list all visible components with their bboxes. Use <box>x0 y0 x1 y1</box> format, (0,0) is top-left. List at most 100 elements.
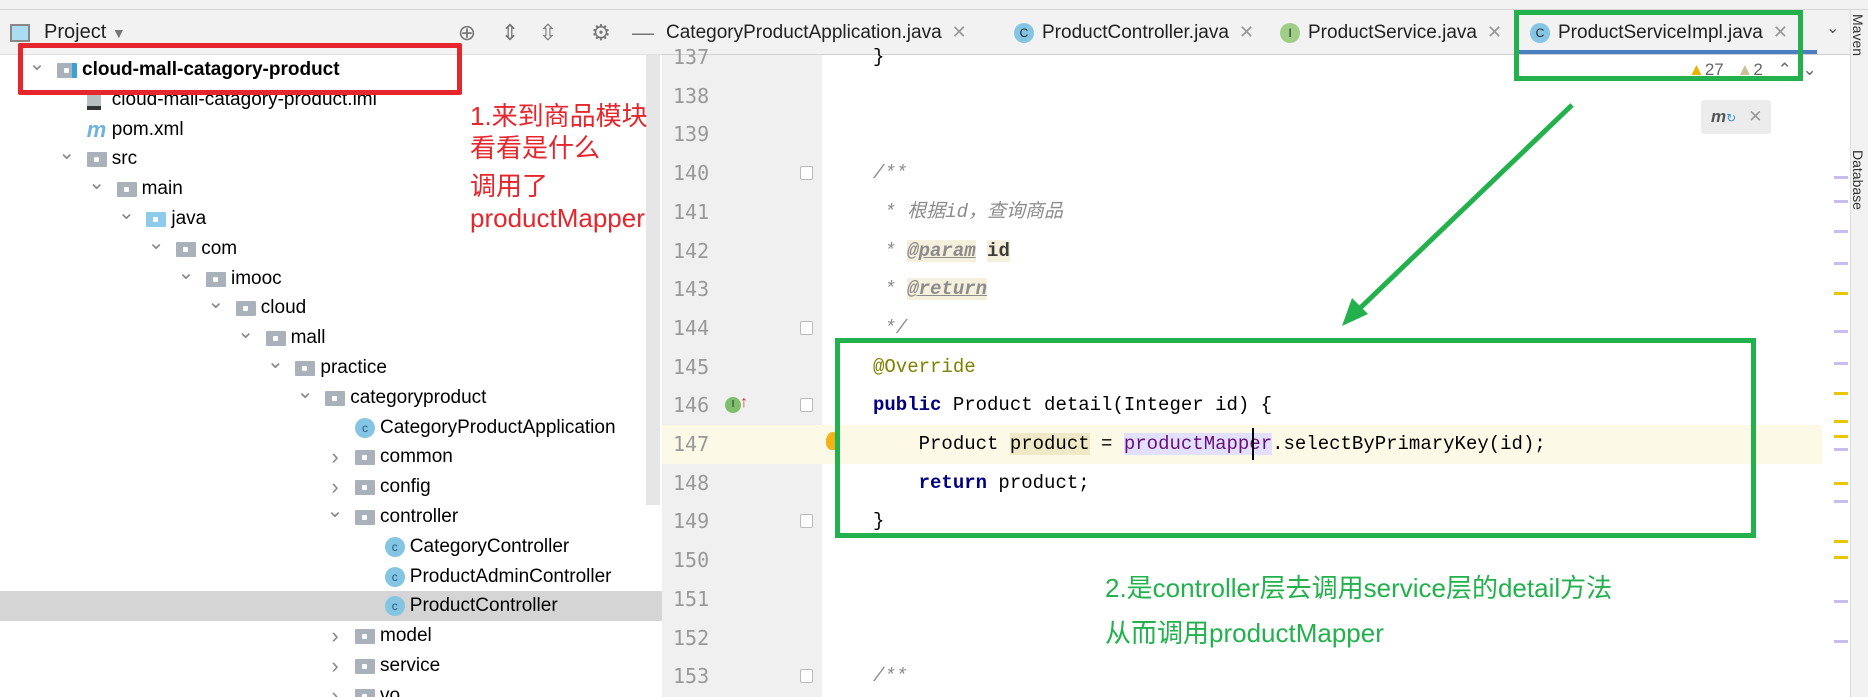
stripe-marker[interactable] <box>1834 640 1848 643</box>
chevron-right-icon[interactable]: › <box>331 682 339 697</box>
tree-item[interactable]: ⌄java <box>0 202 662 234</box>
close-icon[interactable]: ✕ <box>1748 107 1763 126</box>
close-tab-icon[interactable]: ✕ <box>1486 22 1503 42</box>
stripe-marker[interactable] <box>1834 330 1848 333</box>
folder-icon <box>176 241 197 257</box>
stripe-marker[interactable] <box>1834 435 1848 438</box>
chevron-right-icon[interactable]: › <box>331 474 339 500</box>
chevron-down-icon[interactable]: ⌄ <box>296 380 314 403</box>
implements-gutter-icon[interactable]: I <box>725 397 741 413</box>
stripe-marker[interactable] <box>1834 482 1848 485</box>
maven-reload-popup[interactable]: m↻✕ <box>1701 100 1771 134</box>
project-view-selector[interactable]: Project ▼ <box>44 21 126 43</box>
code-line[interactable]: @Override <box>873 355 976 378</box>
tree-item[interactable]: ⌄mall <box>0 321 662 353</box>
tree-item[interactable]: ›service <box>0 651 662 681</box>
tree-item[interactable]: ⌄ imooc <box>0 262 662 294</box>
minimize-icon[interactable]: — <box>632 20 654 45</box>
stripe-marker[interactable] <box>1834 292 1848 295</box>
tree-item-label: imooc <box>231 267 282 289</box>
gear-icon[interactable]: ⚙ <box>591 20 611 45</box>
locate-icon[interactable]: ⊕ <box>457 20 477 45</box>
chevron-right-icon[interactable]: › <box>331 653 339 678</box>
stripe-marker[interactable] <box>1834 176 1848 179</box>
error-stripe[interactable] <box>1822 55 1850 697</box>
close-tab-icon[interactable]: ✕ <box>1238 22 1255 42</box>
tab-list-chevron-icon[interactable]: ⌄ <box>1826 20 1840 37</box>
stripe-marker[interactable] <box>1834 200 1848 203</box>
chevron-down-icon[interactable]: ⌄ <box>118 202 135 224</box>
expand-all-icon[interactable]: ⇕ <box>500 20 520 45</box>
fold-marker-icon[interactable] <box>800 669 813 684</box>
inspection-widget[interactable]: ▲27 ▲2 ⌃ ⌄ <box>1688 60 1817 79</box>
fold-marker-icon[interactable] <box>800 514 813 529</box>
stripe-marker[interactable] <box>1834 420 1848 423</box>
code-line[interactable]: * @return <box>873 278 988 301</box>
fold-marker-icon[interactable] <box>800 166 813 181</box>
tree-item[interactable]: ⌄com <box>0 232 662 264</box>
stripe-marker[interactable] <box>1834 262 1848 265</box>
line-number: 146 <box>673 393 710 418</box>
chevron-down-icon[interactable]: ⌄ <box>326 500 344 522</box>
chevron-down-icon[interactable]: ⌄ <box>28 55 46 75</box>
code-line[interactable]: * @param id <box>873 239 1010 262</box>
chevron-down-icon[interactable]: ⌄ <box>237 321 254 344</box>
tree-item[interactable]: ›model <box>0 621 662 651</box>
tree-item[interactable]: ›config <box>0 472 662 502</box>
stripe-marker[interactable] <box>1834 230 1848 233</box>
chevron-down-icon[interactable]: ⌄ <box>58 142 76 165</box>
chevron-down-icon[interactable]: ⌄ <box>88 172 105 195</box>
close-tab-icon[interactable]: ✕ <box>1772 22 1788 42</box>
code-line[interactable]: /** <box>873 665 908 688</box>
tree-item[interactable]: ›common <box>0 442 662 472</box>
maven-reload-icon[interactable]: m <box>1711 107 1727 126</box>
tree-scrollbar[interactable] <box>646 55 660 505</box>
stripe-marker[interactable] <box>1834 500 1848 503</box>
spring-class-icon: c <box>355 417 375 438</box>
code-line[interactable]: */ <box>873 316 908 339</box>
stripe-marker[interactable] <box>1834 540 1848 543</box>
code-line[interactable]: /** <box>873 162 908 185</box>
tree-item[interactable]: ⌄src <box>0 142 662 174</box>
fold-marker-icon[interactable] <box>800 398 813 413</box>
tree-item[interactable]: ›vo <box>0 681 662 697</box>
prev-issue-icon[interactable]: ⌃ <box>1777 60 1792 79</box>
tree-item[interactable]: ⌄controller <box>0 500 662 532</box>
tree-item[interactable]: ⌄cloud <box>0 291 662 323</box>
fold-marker-icon[interactable] <box>800 320 813 335</box>
code-line[interactable]: } <box>873 46 885 68</box>
stripe-marker[interactable] <box>1834 362 1848 365</box>
next-issue-icon[interactable]: ⌄ <box>1802 60 1817 79</box>
chevron-down-icon[interactable]: ⌄ <box>147 231 165 254</box>
stripe-marker[interactable] <box>1834 448 1848 451</box>
code-line[interactable]: return product; <box>918 471 1090 494</box>
stripe-marker[interactable] <box>1834 556 1848 559</box>
code-line[interactable]: } <box>873 510 885 533</box>
collapse-all-icon[interactable]: ⇳ <box>538 20 558 45</box>
tree-item[interactable]: ⌄main <box>0 172 662 204</box>
chevron-down-icon[interactable]: ⌄ <box>207 291 225 314</box>
editor-tab[interactable]: CategoryProductApplication.java✕ <box>666 10 967 55</box>
stripe-marker[interactable] <box>1834 392 1848 395</box>
stripe-marker[interactable] <box>1834 600 1848 603</box>
note1-line2: 调用了productMapper <box>470 171 645 233</box>
chevron-right-icon[interactable]: › <box>331 623 339 649</box>
tree-item[interactable]: ⌄categoryproduct <box>0 381 662 413</box>
close-tab-icon[interactable]: ✕ <box>951 22 967 42</box>
code-line[interactable]: * 根据id，查询商品 <box>873 200 1064 223</box>
chevron-right-icon[interactable]: › <box>331 444 339 470</box>
code-line[interactable]: Product product = productMapper.selectBy… <box>873 433 1546 455</box>
chevron-down-icon[interactable]: ⌄ <box>267 351 284 373</box>
code-line[interactable]: public Product detail(Integer id) { <box>873 394 1273 417</box>
chevron-down-icon[interactable]: ⌄ <box>177 261 195 284</box>
tree-item[interactable]: ⌄practice <box>0 351 662 383</box>
tree-item[interactable]: ⌄cloud-mall-catagory-product <box>0 55 662 85</box>
